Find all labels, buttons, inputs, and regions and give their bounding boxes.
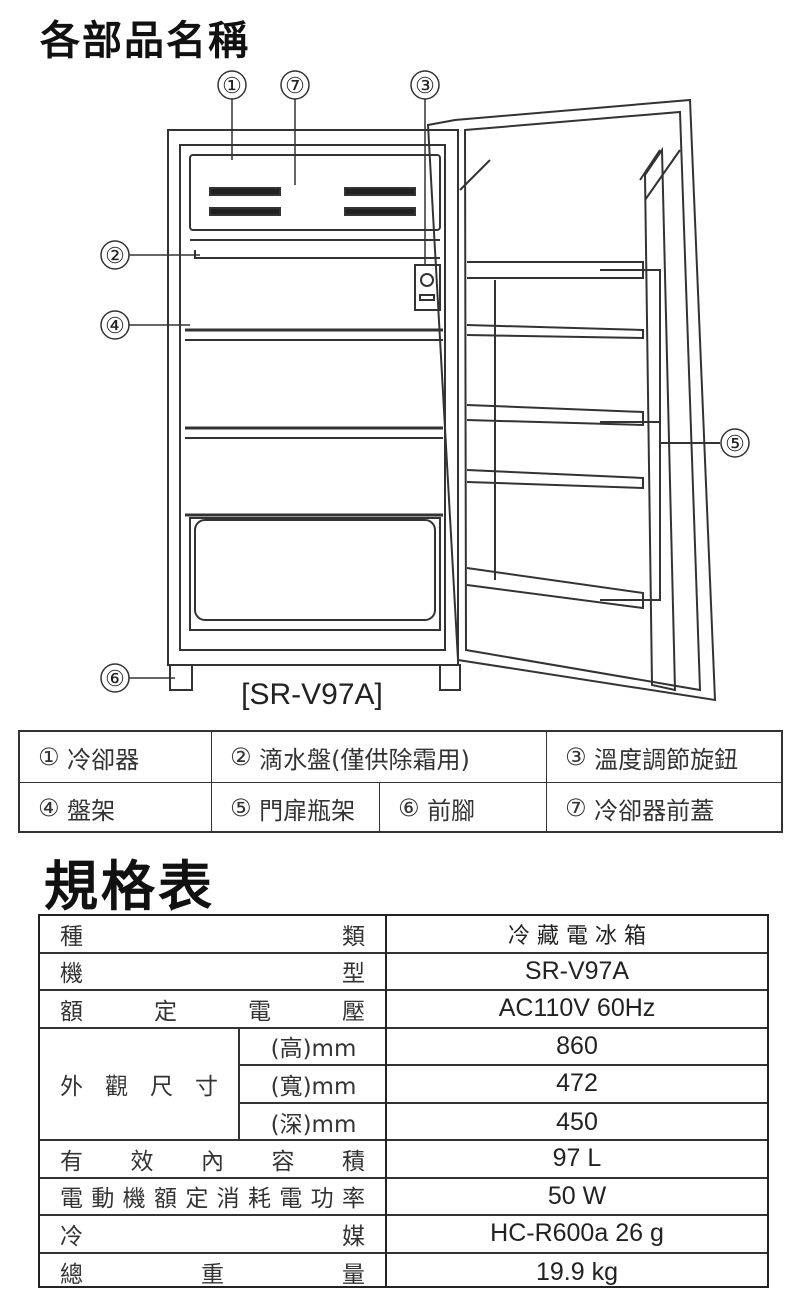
fridge-diagram: ① ⑦ ③ ② ④ ⑤ ⑥ [SR-V97A] <box>100 70 750 711</box>
model-value: SR-V97A <box>524 956 630 985</box>
voltage-value: AC110V 60Hz <box>498 994 656 1023</box>
volume-value: 97 L <box>552 1144 602 1173</box>
height-value: 860 <box>387 1029 767 1066</box>
width-label: (寬)mm <box>238 1066 387 1104</box>
parts-title: 各部品名稱 <box>40 18 250 64</box>
part-4: ④ 盤架 <box>20 783 212 833</box>
type-value: 冷 藏 電 冰 箱 <box>508 923 646 949</box>
callout-2: ② <box>105 243 125 268</box>
spec-title: 規格表 <box>44 855 215 918</box>
callout-4: ④ <box>105 313 125 338</box>
callout-3: ③ <box>415 73 435 98</box>
callout-5: ⑤ <box>725 431 745 456</box>
model-label: [SR-V97A] <box>241 678 383 711</box>
callout-6: ⑥ <box>105 666 125 691</box>
width-value: 472 <box>387 1066 767 1104</box>
cabinet <box>167 129 461 691</box>
callout-circles <box>100 70 750 693</box>
height-label: (高)mm <box>238 1028 387 1066</box>
part-1: ① 冷卻器 <box>20 732 212 782</box>
depth-label: (深)mm <box>238 1103 387 1141</box>
part-7: ⑦ 冷卻器前蓋 <box>565 794 715 825</box>
power-value: 50 W <box>547 1181 607 1210</box>
depth-value: 450 <box>556 1107 598 1136</box>
type-label: 種類 <box>60 923 365 950</box>
door <box>426 98 720 702</box>
dimension-label: 外觀尺寸 <box>60 1073 218 1100</box>
spec-table: 種類 冷 藏 電 冰 箱 機型 SR-V97A 額定電壓 AC110V 60Hz 外觀… <box>38 914 769 1288</box>
part-6: ⑥ 前腳 <box>380 783 547 833</box>
part-2: ② 滴水盤(僅供除霜用) <box>212 732 547 782</box>
callout-lines <box>129 99 426 679</box>
refrigerant-label: 冷媒 <box>60 1223 365 1250</box>
weight-value: 19.9 kg <box>535 1257 618 1286</box>
part-5: ⑤ 門扉瓶架 <box>212 783 380 833</box>
model-label: 機型 <box>60 961 365 988</box>
power-label: 電動機額定消耗電功率 <box>60 1186 365 1213</box>
parts-table: ① 冷卻器 ② 滴水盤(僅供除霜用) ③ 溫度調節旋鈕 ④ 盤架 ⑤ 門扉瓶架 … <box>18 730 783 833</box>
weight-label: 總重量 <box>60 1262 365 1289</box>
part-3: ③ 溫度調節旋鈕 <box>565 743 739 774</box>
callout-1: ① <box>222 73 242 98</box>
refrigerant-value: HC-R600a 26 g <box>490 1219 664 1248</box>
callout-7: ⑦ <box>285 73 305 98</box>
volume-label: 有效內容積 <box>60 1148 365 1175</box>
voltage-label: 額定電壓 <box>60 998 365 1025</box>
